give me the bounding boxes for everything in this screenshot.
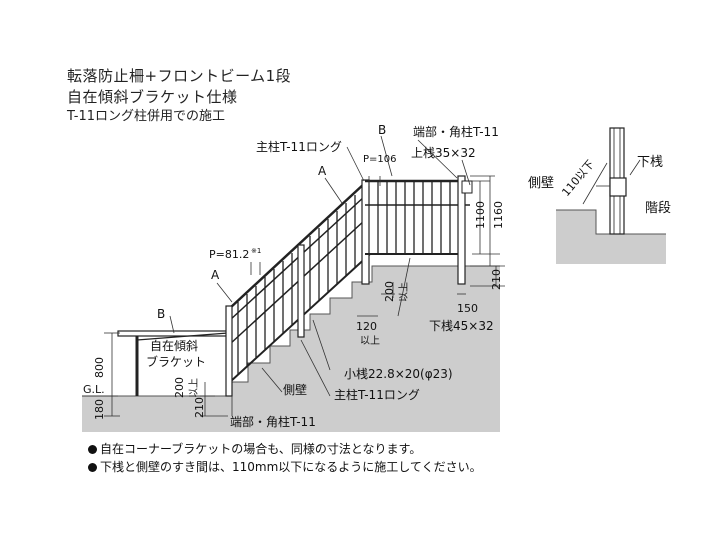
main-post-mid <box>297 244 305 338</box>
note-1: 自在コーナーブラケットの場合も、同様の寸法となります。 <box>88 440 482 458</box>
note-2: 下桟と側壁のすき間は、110mm以下になるように施工してください。 <box>88 458 482 476</box>
end-post-top <box>457 175 466 285</box>
label-a-upper: A <box>318 164 327 178</box>
label-side-wall: 側壁 <box>283 382 307 397</box>
note-2-text: 下桟と側壁のすき間は、110mm以下になるように施工してください。 <box>100 460 482 474</box>
detail-wall <box>556 210 596 264</box>
title-block: 転落防止柵+フロントビーム1段 自在傾斜ブラケット仕様 T-11ロング柱併用での… <box>67 66 291 126</box>
title-construction: T-11ロング柱併用での施工 <box>67 109 225 124</box>
label-end-post-bottom: 端部・角柱T-11 <box>230 414 316 429</box>
label-dim-800: 800 <box>93 357 106 378</box>
label-dim-200-mid-sub: 以上 <box>398 282 410 302</box>
label-dim-180: 180 <box>93 399 106 420</box>
notes: 自在コーナーブラケットの場合も、同様の寸法となります。 下桟と側壁のすき間は、1… <box>88 440 482 476</box>
detail-label-stairs: 階段 <box>645 201 671 216</box>
label-dim-200-left: 200 <box>173 377 186 398</box>
end-cap <box>461 180 473 194</box>
label-lower-rail: 下桟45×32 <box>429 319 494 333</box>
note-1-text: 自在コーナーブラケットの場合も、同様の寸法となります。 <box>100 442 422 456</box>
label-upper-rail: 上桟35×32 <box>411 146 476 160</box>
leader-lines <box>169 135 471 416</box>
label-gl: G.L. <box>83 383 105 396</box>
slanted-balusters <box>237 195 356 375</box>
detail-label-lower-rail: 下桟 <box>637 155 663 170</box>
bullet-icon <box>88 463 97 472</box>
label-dim-210-right: 210 <box>490 269 503 290</box>
dimension-lines <box>82 175 505 417</box>
label-dim-120-sub: 以上 <box>360 335 380 347</box>
title-main: 転落防止柵+フロントビーム1段 <box>67 67 292 85</box>
detail-stair <box>596 234 666 264</box>
label-dim-120: 120 <box>356 320 377 333</box>
detail-label-gap: 110以下 <box>559 158 597 199</box>
label-main-post-top: 主柱T-11ロング <box>256 139 342 154</box>
label-dim-1160: 1160 <box>492 201 505 229</box>
detail-lower-rail <box>609 177 627 197</box>
label-p812: P=81.2 <box>209 248 249 261</box>
label-main-post-bottom: 主柱T-11ロング <box>334 387 420 402</box>
end-post-bottom <box>225 305 233 397</box>
label-p106: P=106 <box>363 154 397 165</box>
label-b-top: B <box>378 123 386 137</box>
label-baluster: 小桟22.8×20(φ23) <box>344 367 453 381</box>
label-a-lower: A <box>211 268 220 282</box>
stair-ground <box>82 266 500 432</box>
label-b-left: B <box>157 307 165 321</box>
label-p812-note: ※1 <box>251 247 261 255</box>
label-end-post-top: 端部・角柱T-11 <box>413 124 499 139</box>
detail-inset <box>556 127 666 264</box>
label-dim-200-mid: 200 <box>383 281 396 302</box>
label-dim-210-left: 210 <box>193 397 206 418</box>
label-dim-200-left-sub: 以上 <box>188 378 200 398</box>
bullet-icon <box>88 445 97 454</box>
level-balusters <box>377 181 451 254</box>
label-dim-150: 150 <box>457 302 478 315</box>
title-bracket: 自在傾斜ブラケット仕様 <box>67 88 238 106</box>
label-bracket-2: ブラケット <box>146 354 206 369</box>
detail-label-side-wall: 側壁 <box>528 176 554 191</box>
main-post-top <box>361 179 370 285</box>
label-bracket-1: 自在傾斜 <box>150 339 198 353</box>
label-dim-1100: 1100 <box>474 201 487 229</box>
bracket-arm <box>136 332 229 341</box>
